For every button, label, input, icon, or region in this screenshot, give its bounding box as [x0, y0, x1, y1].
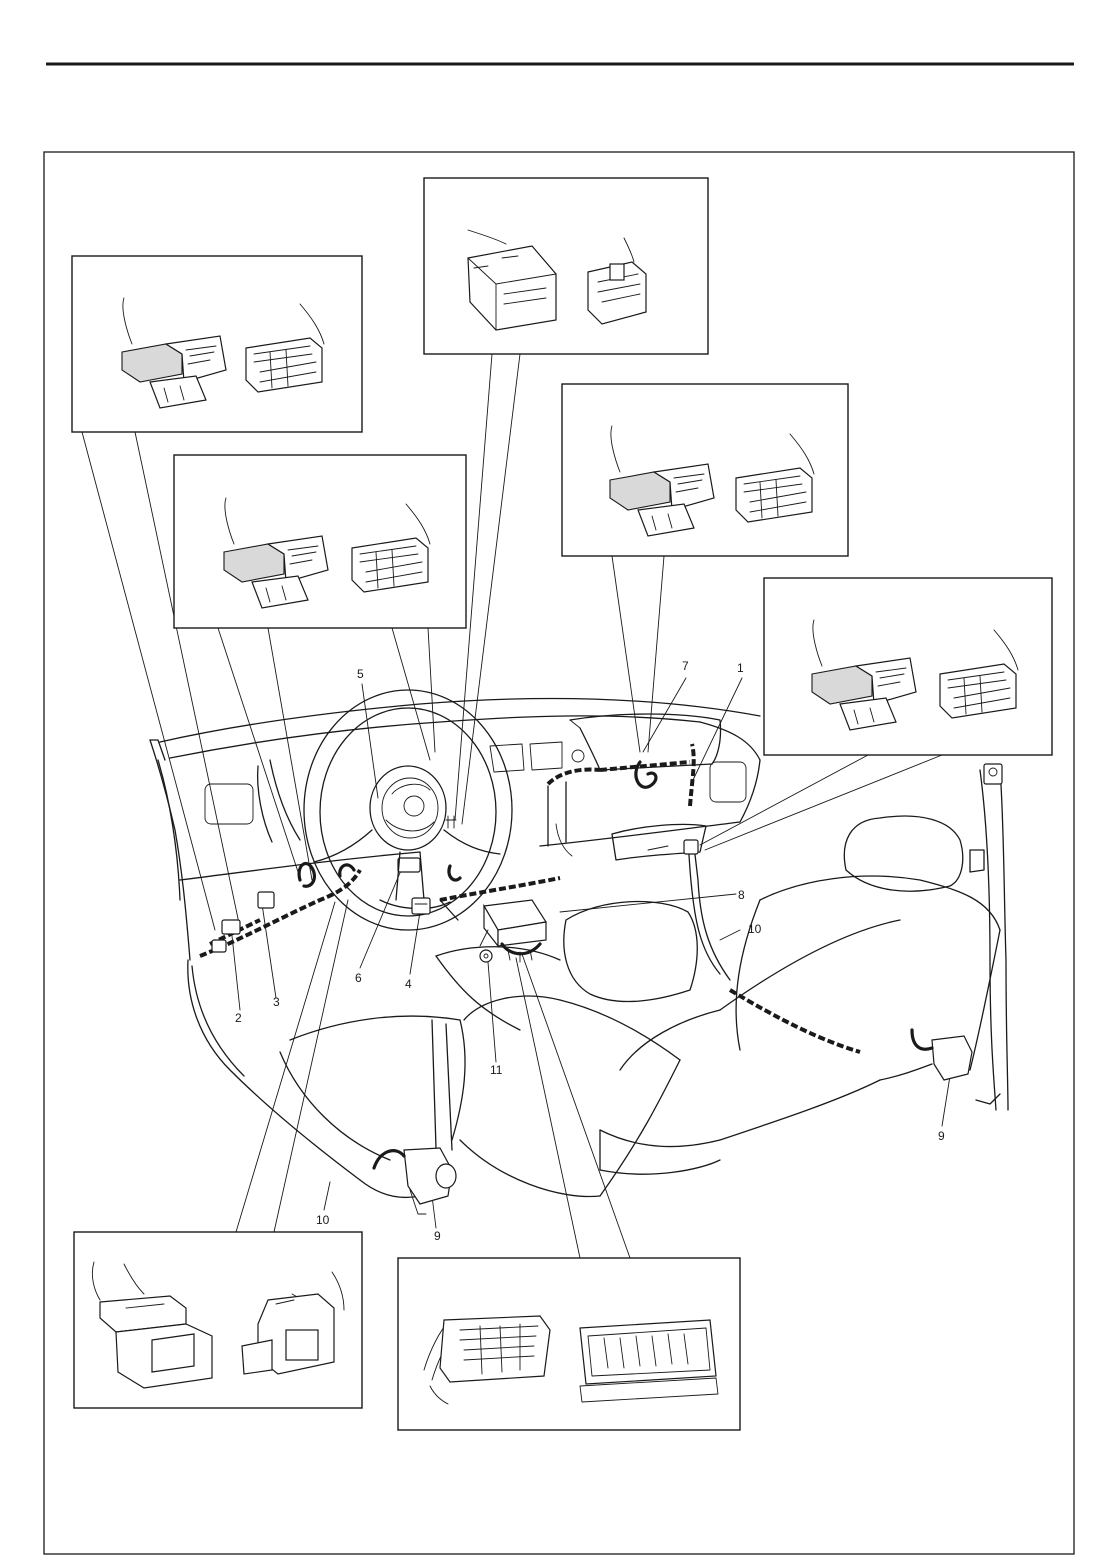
callout-9-right: 9 [938, 1129, 945, 1143]
connector-detail-box-middle-left [174, 455, 466, 628]
connector-detail-box-bottom-left [74, 1232, 362, 1408]
connector-detail-box-top-center [424, 178, 708, 354]
callout-7: 7 [682, 659, 689, 673]
callout-10-right: 10 [748, 922, 762, 936]
callout-1: 1 [737, 661, 744, 675]
connector-detail-box-bottom-center [398, 1258, 740, 1430]
callout-10-left: 10 [316, 1213, 330, 1227]
callout-6: 6 [355, 971, 362, 985]
callout-3: 3 [273, 995, 280, 1009]
callout-5: 5 [357, 667, 364, 681]
vehicle-interior-drawing [150, 690, 1008, 1214]
callout-9-left: 9 [434, 1229, 441, 1243]
callout-4: 4 [405, 977, 412, 991]
callout-2: 2 [235, 1011, 242, 1025]
connector-detail-box-right [562, 384, 848, 556]
callout-8: 8 [738, 888, 745, 902]
connector-detail-box-top-left [72, 256, 362, 432]
connector-detail-box-far-right [764, 578, 1052, 755]
callout-11: 11 [490, 1063, 503, 1077]
